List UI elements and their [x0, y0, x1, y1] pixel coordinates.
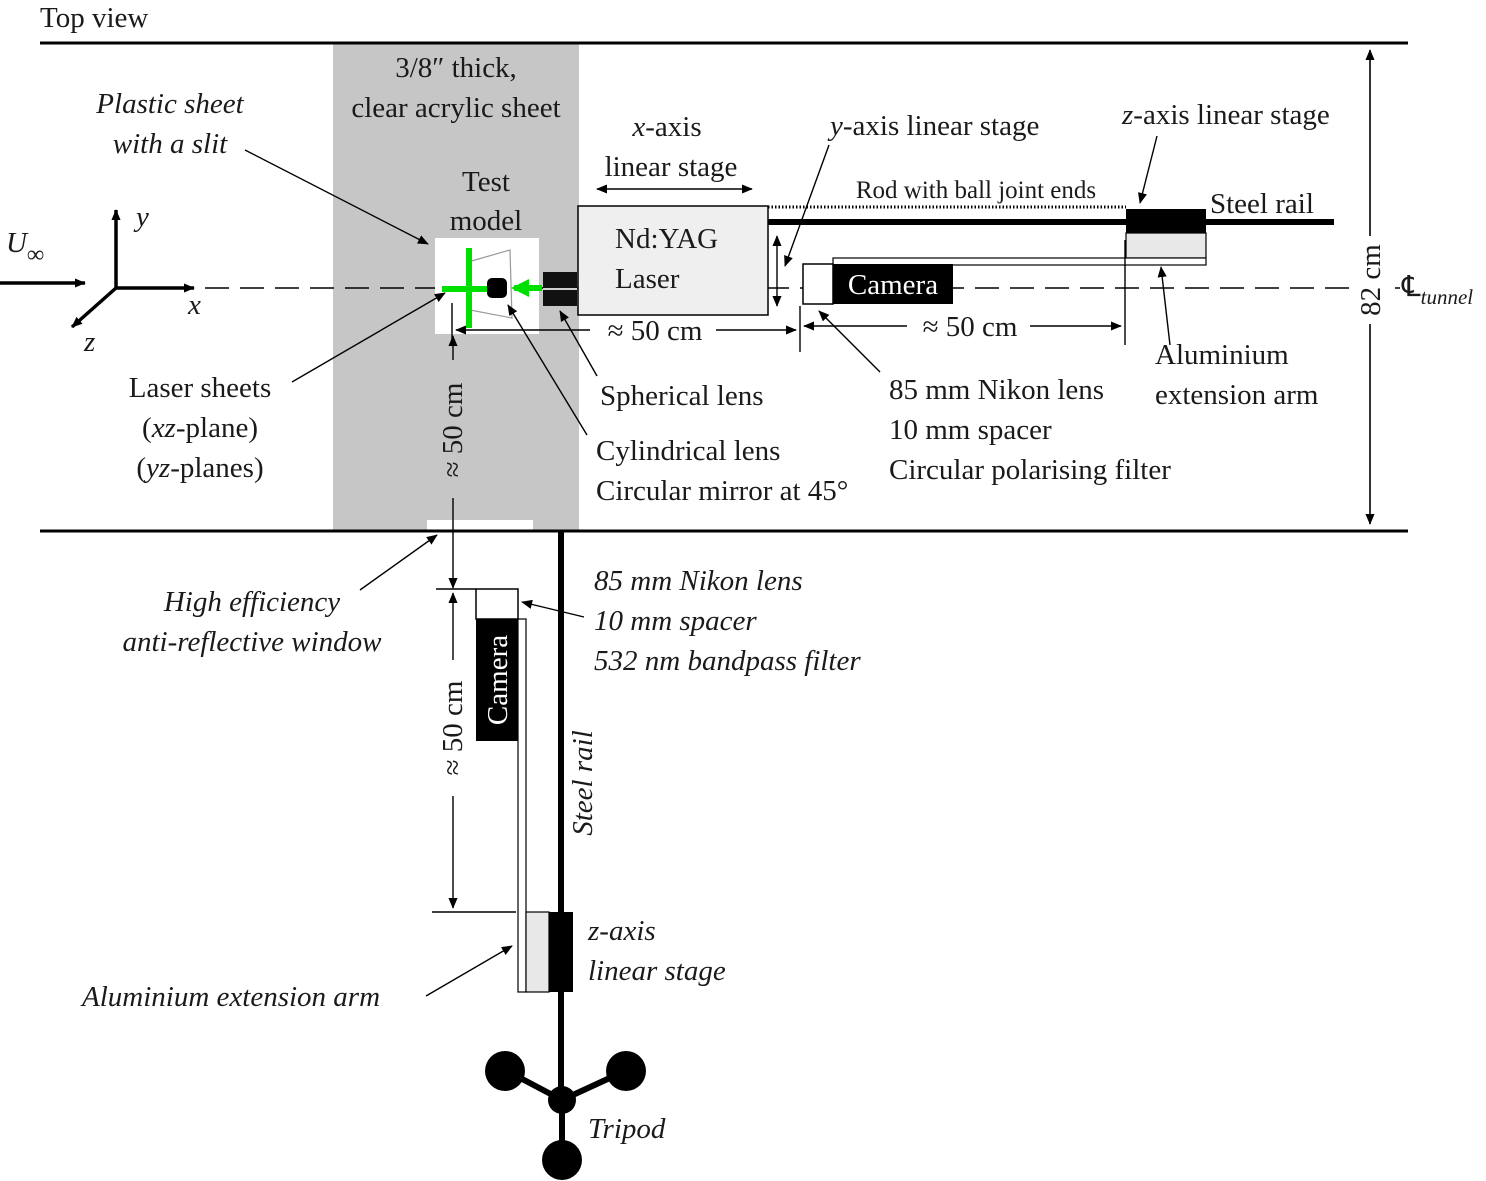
aluminium-arm-top	[832, 257, 1207, 266]
axis-y-label: y	[133, 201, 149, 233]
camera-top-lens	[802, 263, 834, 305]
top-optics-label-1: 85 mm Nikon lens	[889, 374, 1104, 406]
tripod-icon	[485, 1051, 646, 1180]
acrylic-label-2: clear acrylic sheet	[351, 92, 560, 124]
dim-camera-side-label: ≈ 50 cm	[437, 680, 469, 775]
steel-rail-side-label: Steel rail	[567, 730, 599, 836]
axis-x-label: x	[187, 289, 201, 321]
camera-side-lens	[475, 588, 519, 620]
window-label-2: anti-reflective window	[122, 626, 382, 658]
acrylic-label-1: 3/8″ thick,	[395, 52, 517, 84]
x-stage-label-2: linear stage	[605, 151, 738, 183]
rod-label: Rod with ball joint ends	[856, 177, 1096, 204]
laser-box	[577, 205, 769, 316]
z-stage-side-lower	[525, 911, 550, 993]
z-stage-top-lower	[1125, 232, 1207, 259]
aluminium-top-label-1: Aluminium	[1155, 339, 1289, 371]
circular-mirror	[487, 278, 507, 298]
test-model-label-2: model	[450, 205, 523, 237]
x-stage-label-1: x-axis	[631, 111, 701, 143]
test-model-label-1: Test	[462, 166, 510, 198]
aluminium-side-label: Aluminium extension arm	[80, 981, 380, 1013]
laser-label-2: Laser	[615, 263, 680, 295]
axis-z-label: z	[83, 326, 95, 358]
cylindrical-label-2: Circular mirror at 45°	[596, 475, 848, 507]
dim-window-model-label: ≈ 50 cm	[437, 382, 469, 477]
dim-tunnel-label: 82 cm	[1355, 244, 1387, 316]
leader-lines	[244, 135, 1171, 997]
window-label-1: High efficiency	[163, 586, 340, 618]
laser-sheets-label-2: (xz-plane)	[142, 412, 258, 444]
camera-top-body	[833, 264, 953, 304]
dim-laser-model-label: ≈ 50 cm	[608, 315, 703, 347]
axis-z-arrow	[70, 286, 118, 329]
laser-label-1: Nd:YAG	[615, 223, 718, 255]
z-stage-side-label-2: linear stage	[588, 955, 726, 987]
camera-top-label: Camera	[848, 269, 938, 301]
cylindrical-label-1: Cylindrical lens	[596, 435, 780, 467]
plastic-sheet-label-1: Plastic sheet	[95, 88, 244, 120]
steel-rail-top-label: Steel rail	[1210, 188, 1314, 220]
camera-side-label: Camera	[482, 635, 514, 725]
dim-camera-top-label: ≈ 50 cm	[923, 311, 1018, 343]
dim-tunnel-label-bg	[1355, 236, 1385, 324]
spherical-lens-label: Spherical lens	[600, 380, 763, 412]
laser-sheets-label-1: Laser sheets	[129, 372, 272, 404]
laser-sheets-label-3: (yz-planes)	[136, 452, 263, 484]
tripod-label: Tripod	[588, 1113, 666, 1145]
centerline-label: ℄tunnel	[1401, 271, 1473, 309]
view-title: Top view	[40, 2, 148, 34]
plastic-sheet-label-2: with a slit	[113, 128, 228, 160]
top-optics-label-3: Circular polarising filter	[889, 454, 1171, 486]
z-stage-side-label-1: z-axis	[587, 915, 656, 947]
side-optics-label-3: 532 nm bandpass filter	[594, 645, 861, 677]
side-optics-label-1: 85 mm Nikon lens	[594, 565, 803, 597]
aluminium-top-label-2: extension arm	[1155, 379, 1319, 411]
freestream-label: U∞	[6, 227, 44, 268]
y-stage-label: y-axis linear stage	[827, 110, 1039, 142]
z-stage-top-label: z-axis linear stage	[1121, 99, 1330, 131]
z-stage-top-block	[1126, 209, 1206, 233]
top-optics-label-2: 10 mm spacer	[889, 414, 1052, 446]
camera-side-body	[476, 619, 518, 741]
side-optics-label-2: 10 mm spacer	[594, 605, 757, 637]
aluminium-arm-side	[517, 618, 527, 993]
